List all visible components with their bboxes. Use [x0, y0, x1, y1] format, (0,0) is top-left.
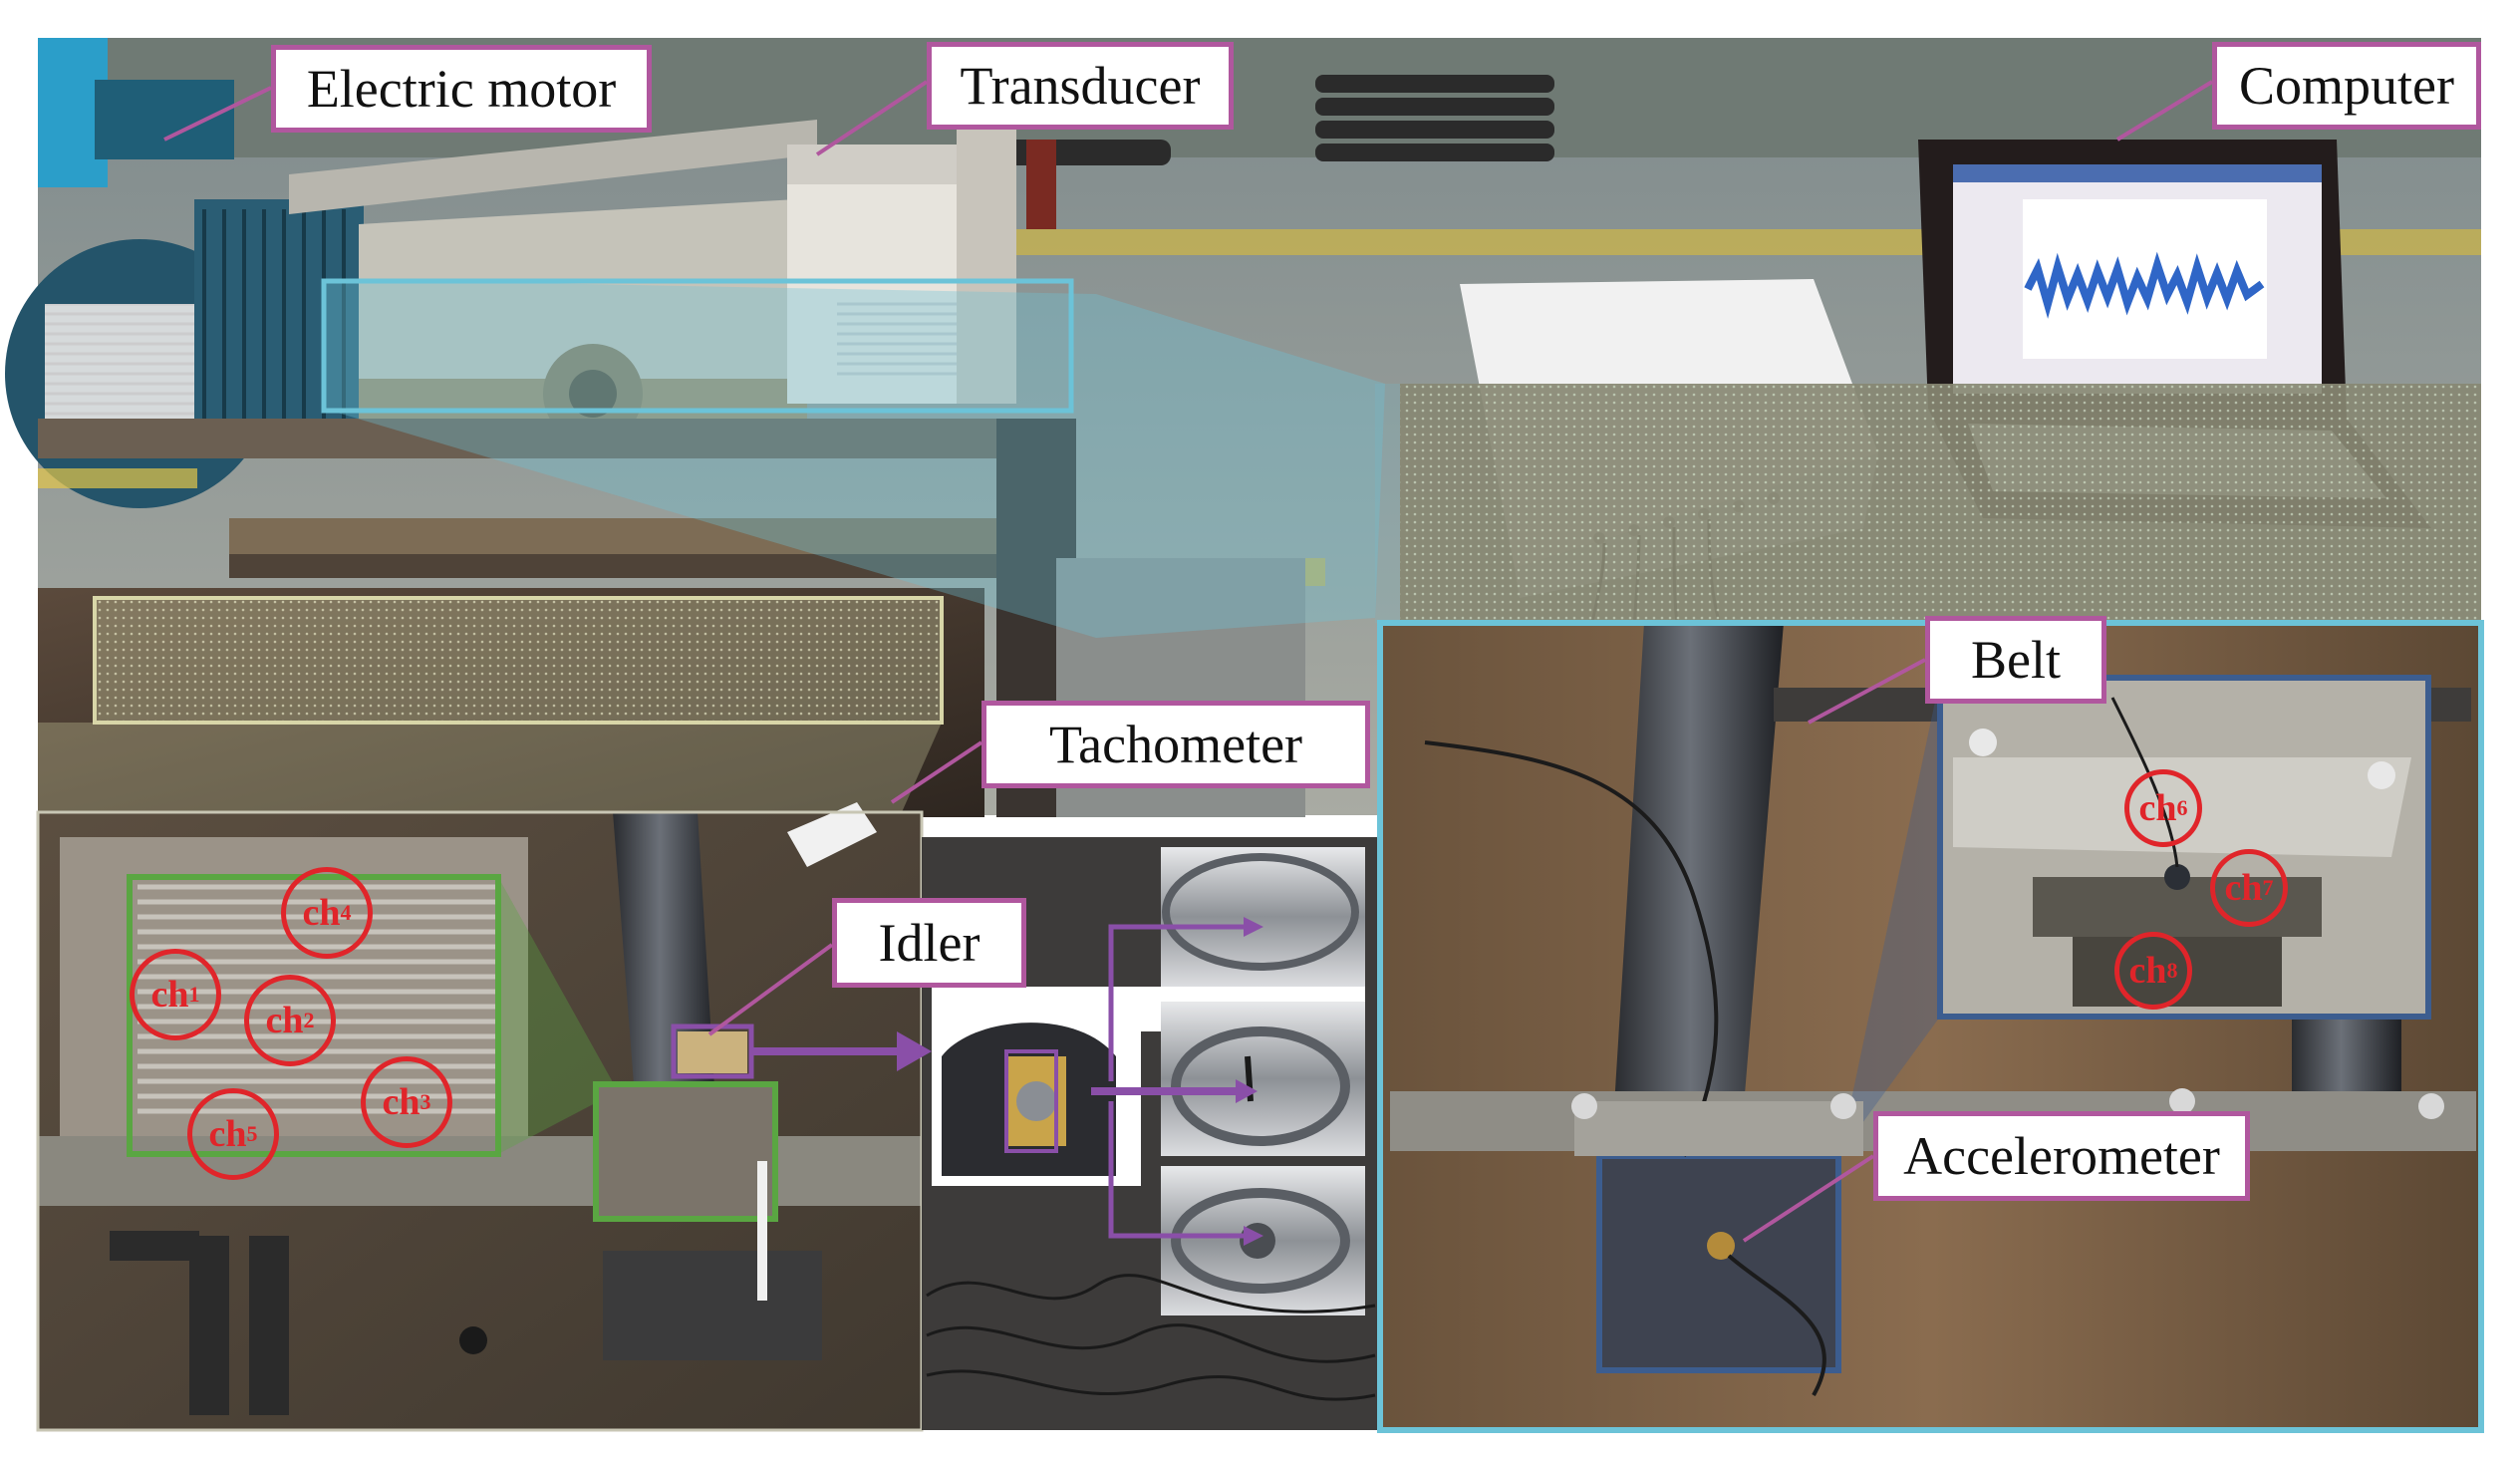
label-transducer: Transducer — [927, 42, 1234, 130]
channel-text: ch — [382, 1081, 420, 1123]
label-idler: Idler — [832, 898, 1026, 988]
channel-text: ch — [2128, 950, 2167, 992]
label-belt: Belt — [1925, 616, 2106, 704]
channel-sub: 3 — [420, 1089, 431, 1114]
channel-sub: 1 — [188, 982, 200, 1007]
channel-text: ch — [2138, 787, 2177, 829]
channel-sub: 5 — [246, 1121, 258, 1146]
label-tachometer: Tachometer — [981, 701, 1370, 788]
channel-text: ch — [208, 1113, 247, 1155]
channel-sub: 7 — [2262, 875, 2274, 900]
channel-text: ch — [150, 974, 189, 1016]
label-electric-motor: Electric motor — [271, 45, 652, 133]
channel-text: ch — [302, 892, 341, 934]
label-accelerometer: Accelerometer — [1873, 1111, 2250, 1201]
label-computer: Computer — [2212, 42, 2481, 130]
channel-sub: 2 — [303, 1008, 315, 1032]
channel-sub: 6 — [2176, 795, 2188, 820]
channel-sub: 4 — [340, 900, 352, 925]
channel-text: ch — [2224, 867, 2263, 909]
channel-sub: 8 — [2166, 958, 2178, 983]
channel-text: ch — [265, 1000, 304, 1041]
